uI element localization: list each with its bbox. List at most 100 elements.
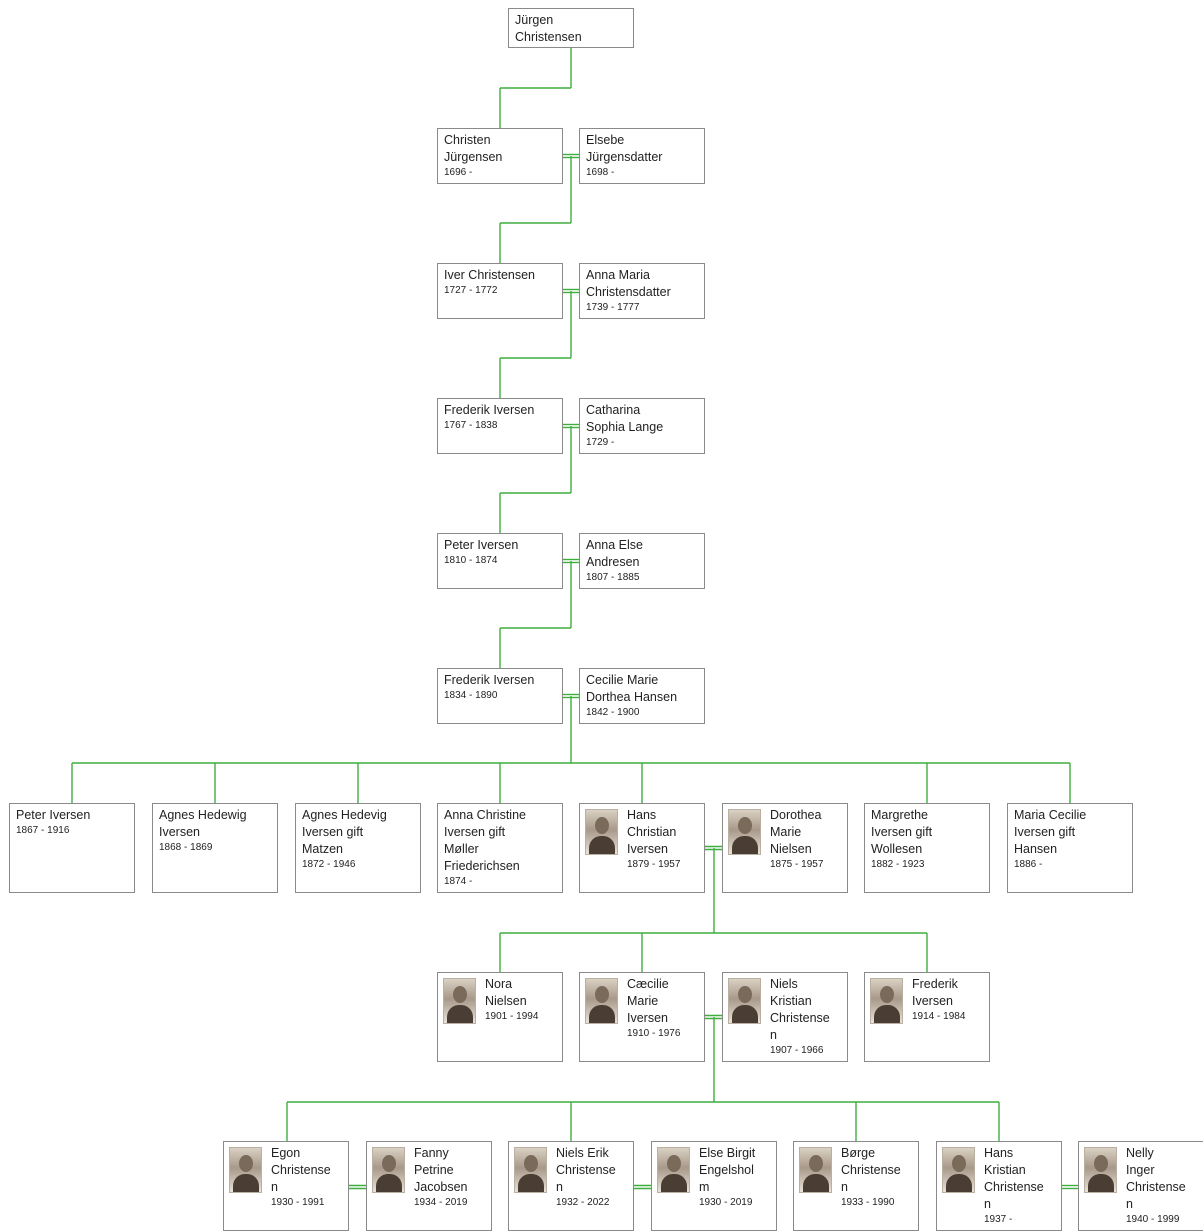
portrait-photo — [728, 978, 761, 1024]
person-dates: 1739 - 1777 — [586, 302, 640, 313]
person-card-egon[interactable]: Egon Christense n 1930 - 1991 — [223, 1141, 349, 1231]
person-card-anna-maria[interactable]: Anna Maria Christensdatter 1739 - 1777 — [579, 263, 705, 319]
person-dates: 1940 - 1999 — [1126, 1214, 1180, 1225]
person-name: Margrethe Iversen gift Wollesen — [871, 808, 933, 856]
person-card-elsebe[interactable]: Elsebe Jürgensdatter 1698 - — [579, 128, 705, 184]
person-name: Agnes Hedevig Iversen gift Matzen — [302, 808, 387, 856]
person-card-jurgen[interactable]: Jürgen Christensen — [508, 8, 634, 48]
person-card-fanny[interactable]: Fanny Petrine Jacobsen 1934 - 2019 — [366, 1141, 492, 1231]
person-dates: 1807 - 1885 — [586, 572, 640, 583]
person-dates: 1937 - — [984, 1214, 1013, 1225]
person-name: Frederik Iversen — [444, 403, 535, 417]
person-card-dorothea[interactable]: Dorothea Marie Nielsen 1875 - 1957 — [722, 803, 848, 893]
person-dates: 1834 - 1890 — [444, 690, 498, 701]
person-dates: 1910 - 1976 — [627, 1028, 681, 1039]
person-name: Else Birgit Engelshol m — [699, 1146, 756, 1194]
person-name: Catharina Sophia Lange — [586, 403, 664, 434]
person-name: Frederik Iversen — [912, 977, 958, 1008]
person-name: Anna Christine Iversen gift Møller Fried… — [444, 808, 526, 873]
person-name: Nelly Inger Christense n — [1126, 1146, 1186, 1211]
person-dates: 1696 - — [444, 167, 473, 178]
person-card-frederik-1914[interactable]: Frederik Iversen 1914 - 1984 — [864, 972, 990, 1062]
person-name: Dorothea Marie Nielsen — [770, 808, 822, 856]
person-card-else-birgit[interactable]: Else Birgit Engelshol m 1930 - 2019 — [651, 1141, 777, 1231]
person-name: Børge Christense n — [841, 1146, 901, 1194]
person-dates: 1934 - 2019 — [414, 1197, 468, 1208]
person-name: Agnes Hedewig Iversen — [159, 808, 247, 839]
person-dates: 1886 - — [1014, 859, 1043, 870]
person-card-peter-1867[interactable]: Peter Iversen 1867 - 1916 — [9, 803, 135, 893]
person-name: Cæcilie Marie Iversen — [627, 977, 669, 1025]
portrait-photo — [657, 1147, 690, 1193]
portrait-photo — [229, 1147, 262, 1193]
person-card-caecilie[interactable]: Cæcilie Marie Iversen 1910 - 1976 — [579, 972, 705, 1062]
person-name: Fanny Petrine Jacobsen — [414, 1146, 468, 1194]
person-card-margrethe[interactable]: Margrethe Iversen gift Wollesen 1882 - 19… — [864, 803, 990, 893]
portrait-photo — [372, 1147, 405, 1193]
person-card-frederik-1834[interactable]: Frederik Iversen 1834 - 1890 — [437, 668, 563, 724]
portrait-photo — [585, 809, 618, 855]
person-card-frederik-1767[interactable]: Frederik Iversen 1767 - 1838 — [437, 398, 563, 454]
person-dates: 1872 - 1946 — [302, 859, 356, 870]
person-name: Anna Else Andresen — [586, 538, 643, 569]
portrait-photo — [870, 978, 903, 1024]
person-name: Elsebe Jürgensdatter — [586, 133, 663, 164]
portrait-photo — [585, 978, 618, 1024]
portrait-photo — [443, 978, 476, 1024]
person-card-borge[interactable]: Børge Christense n 1933 - 1990 — [793, 1141, 919, 1231]
person-card-nora[interactable]: Nora Nielsen 1901 - 1994 — [437, 972, 563, 1062]
person-name: Niels Erik Christense n — [556, 1146, 616, 1194]
person-card-christen[interactable]: Christen Jürgensen 1696 - — [437, 128, 563, 184]
portrait-photo — [1084, 1147, 1117, 1193]
portrait-photo — [942, 1147, 975, 1193]
portrait-photo — [514, 1147, 547, 1193]
person-dates: 1933 - 1990 — [841, 1197, 895, 1208]
person-dates: 1901 - 1994 — [485, 1011, 539, 1022]
person-card-niels-erik[interactable]: Niels Erik Christense n 1932 - 2022 — [508, 1141, 634, 1231]
person-dates: 1867 - 1916 — [16, 825, 70, 836]
person-card-anna-christine[interactable]: Anna Christine Iversen gift Møller Fried… — [437, 803, 563, 893]
person-dates: 1930 - 2019 — [699, 1197, 753, 1208]
person-card-catharina[interactable]: Catharina Sophia Lange 1729 - — [579, 398, 705, 454]
person-card-nelly[interactable]: Nelly Inger Christense n 1940 - 1999 — [1078, 1141, 1203, 1231]
person-name: Maria Cecilie Iversen gift Hansen — [1014, 808, 1087, 856]
person-dates: 1914 - 1984 — [912, 1011, 966, 1022]
person-dates: 1882 - 1923 — [871, 859, 925, 870]
person-name: Christen Jürgensen — [444, 133, 503, 164]
person-name: Cecilie Marie Dorthea Hansen — [586, 673, 678, 704]
person-dates: 1767 - 1838 — [444, 420, 498, 431]
person-card-maria-cecilie[interactable]: Maria Cecilie Iversen gift Hansen 1886 - — [1007, 803, 1133, 893]
portrait-photo — [799, 1147, 832, 1193]
person-dates: 1698 - — [586, 167, 615, 178]
person-card-peter-1810[interactable]: Peter Iversen 1810 - 1874 — [437, 533, 563, 589]
person-name: Iver Christensen — [444, 268, 536, 282]
person-dates: 1875 - 1957 — [770, 859, 824, 870]
person-name: Anna Maria Christensdatter — [586, 268, 671, 299]
person-card-anna-else[interactable]: Anna Else Andresen 1807 - 1885 — [579, 533, 705, 589]
person-dates: 1879 - 1957 — [627, 859, 681, 870]
person-name: Frederik Iversen — [444, 673, 535, 687]
person-name: Jürgen Christensen — [515, 13, 582, 44]
person-dates: 1842 - 1900 — [586, 707, 640, 718]
person-card-iver[interactable]: Iver Christensen 1727 - 1772 — [437, 263, 563, 319]
person-dates: 1729 - — [586, 437, 615, 448]
person-dates: 1932 - 2022 — [556, 1197, 610, 1208]
person-name: Peter Iversen — [16, 808, 91, 822]
person-dates: 1930 - 1991 — [271, 1197, 325, 1208]
person-card-agnes-hedevig[interactable]: Agnes Hedevig Iversen gift Matzen 1872 - … — [295, 803, 421, 893]
person-card-cecilie-marie[interactable]: Cecilie Marie Dorthea Hansen 1842 - 1900 — [579, 668, 705, 724]
portrait-photo — [728, 809, 761, 855]
person-name: Egon Christense n — [271, 1146, 331, 1194]
person-name: Nora Nielsen — [485, 977, 527, 1008]
person-dates: 1907 - 1966 — [770, 1045, 824, 1056]
person-name: Peter Iversen — [444, 538, 519, 552]
person-dates: 1810 - 1874 — [444, 555, 498, 566]
person-dates: 1874 - — [444, 876, 473, 887]
person-dates: 1727 - 1772 — [444, 285, 498, 296]
